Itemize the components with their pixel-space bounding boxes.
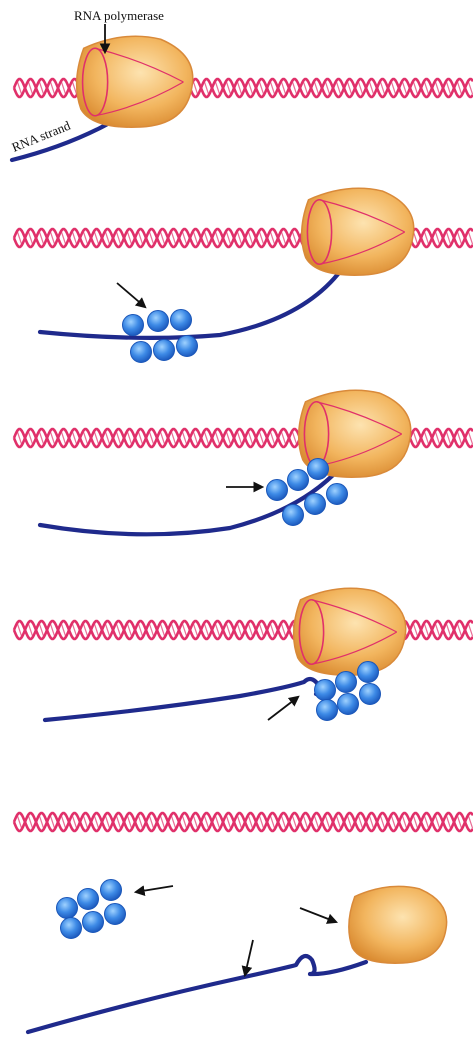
rho-subunit — [305, 494, 326, 515]
rho-subunit — [308, 459, 329, 480]
rho-subunit — [327, 484, 348, 505]
rho-subunit — [101, 880, 122, 901]
rho-subunit — [288, 470, 309, 491]
rho-subunit — [358, 662, 379, 683]
rho-subunit — [338, 694, 359, 715]
rho-subunit — [61, 918, 82, 939]
rho-subunit — [105, 904, 126, 925]
rna-polymerase-icon — [349, 886, 447, 963]
dna-helix-icon — [14, 813, 473, 831]
rna-strand-icon — [45, 679, 319, 720]
rna-polymerase-icon — [294, 588, 406, 675]
rho-subunit — [171, 310, 192, 331]
rho-subunit — [283, 505, 304, 526]
rho-subunit — [267, 480, 288, 501]
rho-subunit — [131, 342, 152, 363]
rna-polymerase-icon — [77, 36, 193, 127]
rho-subunit — [177, 336, 198, 357]
rho-subunit — [315, 680, 336, 701]
rho-subunit — [360, 684, 381, 705]
arrow-icon — [245, 940, 253, 975]
arrow-icon — [136, 886, 173, 892]
rna-polymerase-label: RNA polymerase — [74, 8, 164, 23]
rho-subunit — [148, 311, 169, 332]
rho-subunit — [57, 898, 78, 919]
arrow-icon — [300, 908, 336, 922]
rna-strand-label: RNA strand — [10, 118, 73, 155]
rho-subunit — [154, 340, 175, 361]
rho-subunit — [336, 672, 357, 693]
rho-subunit — [123, 315, 144, 336]
rho-subunit — [83, 912, 104, 933]
rna-polymerase-icon — [302, 188, 414, 275]
arrow-icon — [117, 283, 145, 307]
rho-subunit — [317, 700, 338, 721]
rho-subunit — [78, 889, 99, 910]
arrow-icon — [268, 697, 298, 720]
rna-strand-icon — [28, 956, 366, 1032]
rho-protein-icon — [57, 880, 126, 939]
